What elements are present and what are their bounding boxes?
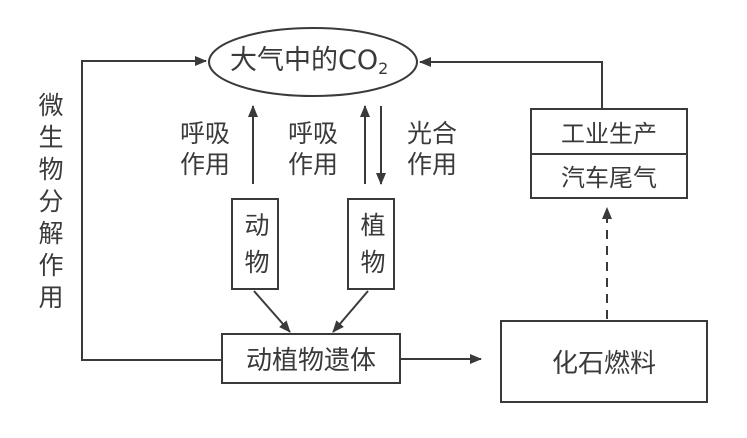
vehicle-exhaust-cell: 汽车尾气 [532,155,686,198]
edge-industry-to-co2 [419,57,603,108]
atmosphere-co2-label: 大气中的CO2 [230,47,388,77]
industry-cell: 工业生产 [532,110,686,155]
atmosphere-co2-text: 大气中的CO [230,45,379,76]
animal-node: 动物 [231,198,279,290]
edge-animal-to-remains [253,290,291,333]
fossil-fuel-label: 化石燃料 [551,349,656,379]
plant-label: 植物 [357,212,386,286]
photosynthesis-line2: 作用 [407,150,458,180]
animal-respiration-line1: 呼吸 [180,119,231,148]
photosynthesis-line1: 光合 [407,119,458,148]
plant-node: 植物 [347,198,395,290]
vehicle-exhaust-label: 汽车尾气 [561,164,657,193]
industry-label: 工业生产 [561,119,657,148]
plant-respiration-line2: 作用 [288,150,339,180]
industry-vehicle-node: 工业生产 汽车尾气 [530,108,688,199]
animal-respiration-label: 呼吸 作用 [180,118,230,181]
microbial-decomposition-label: 微生物分解作用 [35,92,64,316]
edge-plant-to-remains [332,290,369,333]
co2-subscript: 2 [378,59,389,78]
plant-respiration-line1: 呼吸 [288,119,339,148]
atmosphere-co2-ellipse [208,27,418,97]
remains-node: 动植物遗体 [221,333,401,384]
animal-label: 动物 [241,212,270,286]
fossil-fuel-node: 化石燃料 [500,320,708,403]
edge-microbial-decomposition [81,56,221,361]
remains-label: 动植物遗体 [245,346,376,376]
photosynthesis-label: 光合 作用 [407,118,457,181]
animal-respiration-line2: 作用 [180,150,231,180]
plant-respiration-label: 呼吸 作用 [288,118,338,181]
